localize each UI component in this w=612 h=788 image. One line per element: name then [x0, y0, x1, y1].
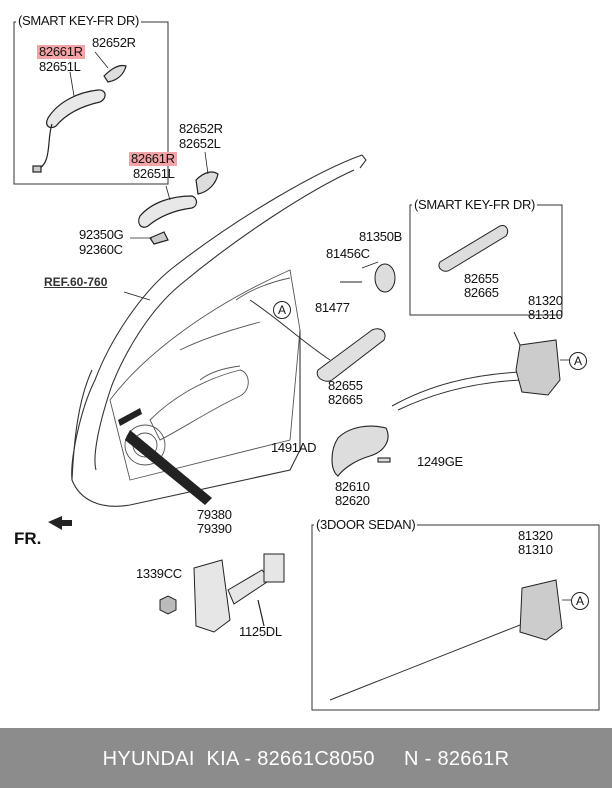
part-label-82661r-highlight-b: 82661R: [129, 151, 177, 166]
door-frame: [71, 154, 367, 507]
part-number-footer: HYUNDAI KIA - 82661C8050 N - 82661R: [0, 728, 612, 788]
box-title-smart-key-right: (SMART KEY-FR DR): [412, 197, 538, 212]
part-label-82652r-b: 82652R: [179, 121, 223, 136]
part-label-82610: 82610: [335, 479, 370, 494]
door-parts-illustration: [13, 21, 600, 711]
part-label-81477: 81477: [315, 300, 350, 315]
part-label-92360c: 92360C: [79, 242, 123, 257]
reference-label: REF.60-760: [44, 275, 108, 289]
box-title-smart-key-top: (SMART KEY-FR DR): [16, 13, 142, 28]
box-3door-sedan: [311, 524, 600, 711]
sedan-latch: [519, 579, 563, 641]
inside-handle: [331, 425, 391, 477]
part-label-92350g: 92350G: [79, 227, 124, 242]
footer-part-numbers: HYUNDAI KIA - 82661C8050 N - 82661R: [102, 748, 510, 770]
part-label-1491ad: 1491AD: [271, 440, 317, 455]
part-label-82661r-highlight: 82661R: [37, 44, 85, 59]
part-label-79390: 79390: [197, 521, 232, 536]
part-label-81456c: 81456C: [326, 246, 370, 261]
part-label-82620: 82620: [335, 493, 370, 508]
part-label-82652r: 82652R: [92, 35, 136, 50]
part-label-81320-a: 81320: [528, 293, 563, 308]
part-label-79380: 79380: [197, 507, 232, 522]
callout-a-door: A: [273, 301, 291, 319]
lock-rods: [249, 299, 523, 411]
callout-a-latch: A: [569, 352, 587, 370]
inner-panel: [109, 269, 301, 481]
handle-bracket: [316, 328, 386, 382]
part-label-81310-a: 81310: [528, 307, 563, 322]
door-checker: [193, 553, 285, 633]
nut-1339cc: [159, 595, 177, 615]
door-latch: [513, 331, 561, 396]
front-arrow-icon: [48, 516, 72, 530]
part-label-82655-a: 82655: [328, 378, 363, 393]
part-label-81350b: 81350B: [359, 229, 403, 244]
part-label-82651l-b: 82651L: [133, 166, 175, 181]
front-direction-label: FR.: [14, 529, 42, 548]
smart-key-cable-bracket: [438, 225, 509, 272]
part-label-1249ge: 1249GE: [417, 454, 463, 469]
outside-handle-smart: [32, 64, 127, 173]
part-label-1339cc: 1339CC: [136, 566, 182, 581]
striker-plate: [374, 263, 396, 293]
part-label-82655-b: 82655: [464, 271, 499, 286]
leader-pointer: [125, 430, 212, 505]
part-label-82665-a: 82665: [328, 392, 363, 407]
part-label-82665-b: 82665: [464, 285, 499, 300]
outside-handle: [138, 171, 219, 245]
part-label-82652l-b: 82652L: [179, 136, 221, 151]
callout-a-sedan: A: [571, 592, 589, 610]
box-title-3door-sedan: (3DOOR SEDAN): [314, 517, 418, 532]
part-label-81310-b: 81310: [518, 542, 553, 557]
part-label-82651l: 82651L: [39, 59, 81, 74]
part-label-81320-b: 81320: [518, 528, 553, 543]
part-label-1125dl: 1125DL: [239, 624, 282, 639]
sedan-cable: [329, 624, 521, 701]
leader-pointer-2: [118, 408, 142, 426]
